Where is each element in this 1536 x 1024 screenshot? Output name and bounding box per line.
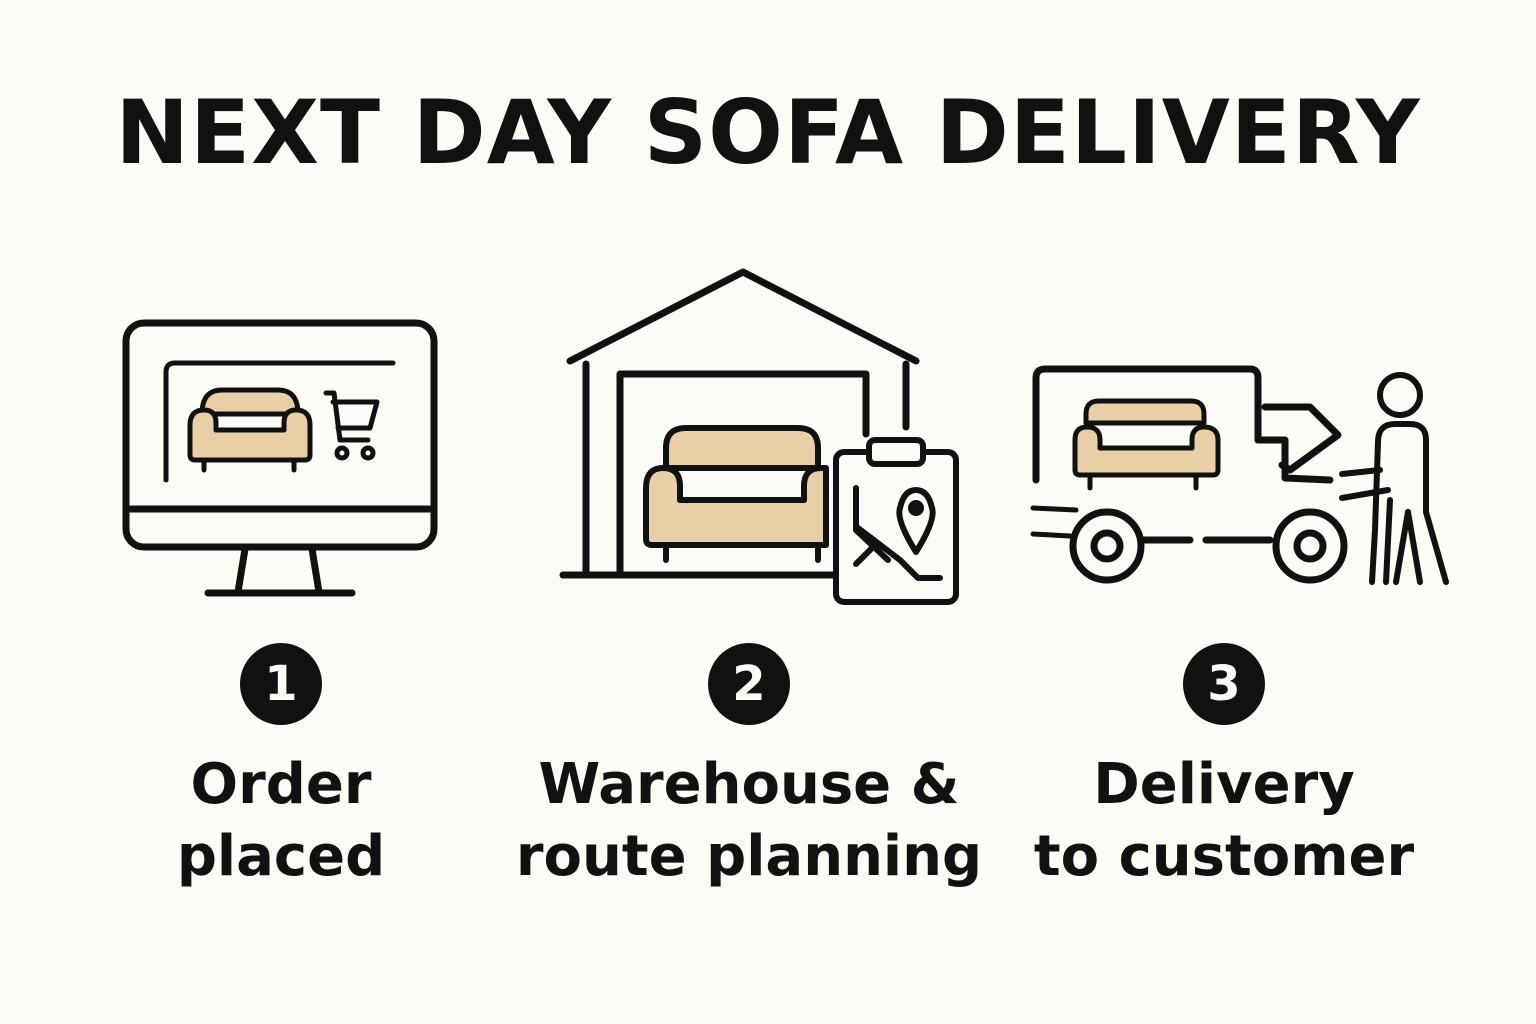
step-label-line: Order (190, 752, 372, 817)
step-number-badge: 3 (1183, 643, 1265, 725)
computer-monitor-icon (122, 319, 438, 597)
step-label-line: Warehouse & (538, 752, 960, 817)
step-3: 3 Delivery to customer (984, 643, 1464, 893)
page-title: NEXT DAY SOFA DELIVERY (115, 81, 1421, 184)
delivery-person-icon (1339, 372, 1449, 585)
step-label-line: Delivery (1093, 752, 1355, 817)
step-label-line: route planning (515, 824, 983, 889)
step-label: Delivery to customer (984, 749, 1464, 893)
step-2: 2 Warehouse & route planning (509, 643, 989, 893)
sofa-icon (187, 387, 313, 473)
step-number-badge: 2 (708, 643, 790, 725)
delivery-truck-icon (1030, 365, 1348, 584)
step-number-badge: 1 (240, 643, 322, 725)
step-label: Warehouse & route planning (509, 749, 989, 893)
step-label: Order placed (41, 749, 521, 893)
shopping-cart-icon (323, 390, 380, 461)
step-1: 1 Order placed (41, 643, 521, 893)
step-label-line: placed (176, 824, 386, 889)
warehouse-icon (559, 268, 920, 579)
step-label-line: to customer (1033, 824, 1415, 889)
truck-sofa-icon (1072, 398, 1221, 491)
warehouse-sofa-icon (643, 425, 829, 563)
route-clipboard-icon (833, 437, 959, 605)
